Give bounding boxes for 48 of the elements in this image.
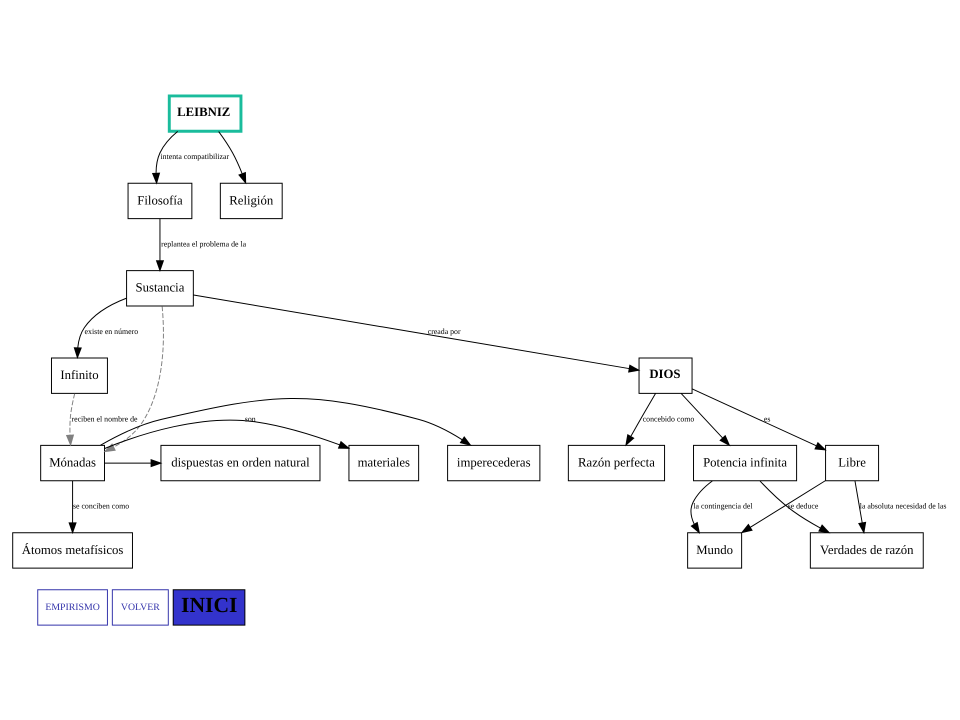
edge-label: creada por [428,326,461,336]
arrow [854,480,866,534]
node-box: dispuestas en orden natural [160,444,320,481]
arrow [68,480,77,534]
arrow [100,398,472,446]
edge-label: se deduce [788,501,818,510]
node-box: Libre [825,444,880,481]
edge-label: concebido como [642,414,694,423]
edge-label: es [764,414,770,423]
node-box: Infinito [50,357,108,394]
node-box: materiales [348,444,420,481]
arrow [680,392,730,446]
arrow [193,294,640,372]
edge-label: se conciben como [72,501,130,510]
node-box: imperecederas [447,444,540,481]
node-box: Mundo [687,532,742,568]
node-box: EMPIRISMO [37,588,108,626]
edge-label: existe en número [84,326,138,336]
node-box: Religión [220,182,283,219]
arrow [103,305,164,452]
arrow [740,480,826,533]
arrow [74,297,127,359]
arrow [625,392,656,446]
node-box: Verdades de razón [810,532,924,568]
node-box: VOLVER [112,588,169,626]
edge-label: intenta compatibilizar [160,152,230,161]
arrow [692,388,827,450]
arrow [690,480,713,534]
edge-label: replantea el problema de la [161,239,246,248]
arrow [156,218,164,272]
node-box: INICI [172,588,246,626]
edge-label: la absoluta necesidad de las [860,501,946,510]
arrow [760,480,831,533]
node-box: Mónadas [40,444,105,481]
node-box: Átomos metafísicos [12,532,133,568]
edge-label: la contingencia del [693,501,753,510]
arrow [104,419,350,448]
arrow [104,458,162,467]
node-box: Sustancia [126,270,194,306]
edge-label: reciben el nombre de [71,414,138,423]
node-box: DIOS [638,357,693,394]
node-box: LEIBNIZ [168,94,242,132]
node-box: Razón perfecta [568,444,666,481]
arrow [152,130,178,184]
arrow [66,392,76,446]
node-box: Filosofía [128,182,192,219]
node-box: Potencia infinita [693,444,798,481]
arrow [218,130,246,184]
